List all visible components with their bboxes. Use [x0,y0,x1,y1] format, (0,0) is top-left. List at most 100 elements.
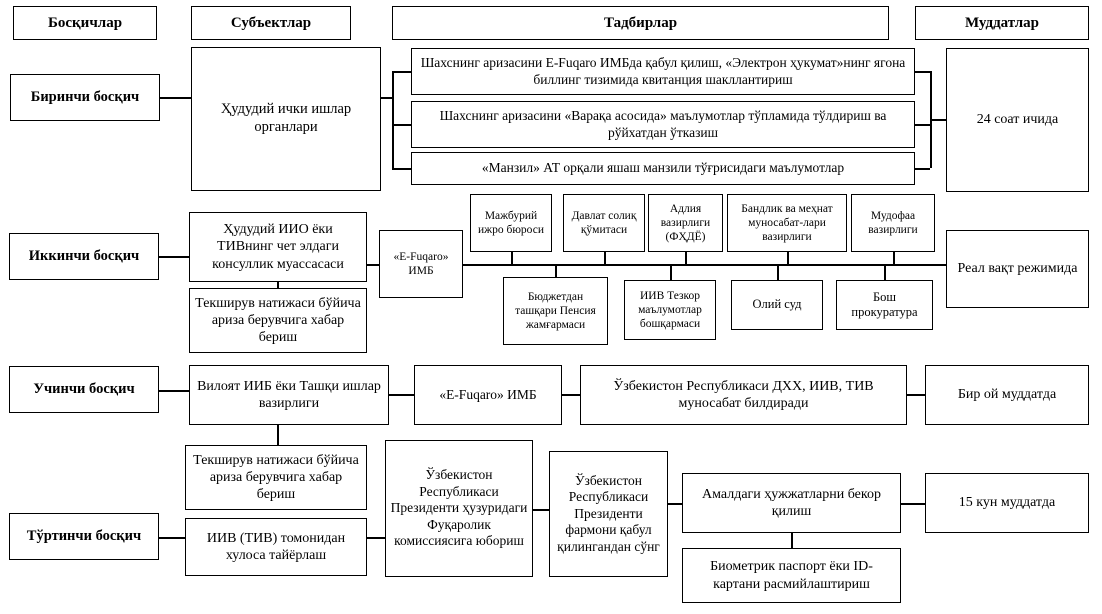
term-24-hours: 24 соат ичида [946,48,1089,192]
subject-notify-applicant-stage2: Текширув натижаси бўйича ариза берувчига… [189,288,367,353]
connector-stage2-to-subject [159,256,189,258]
term-15-days-label: 15 кун муддатда [958,495,1056,511]
column-header-subjects-label: Субъектлар [230,14,312,31]
term-one-month-label: Бир ой муддатда [957,387,1057,403]
agency-iiv-operational-data-label: ИИВ Тезкор маълумотлар бошқармаси [638,289,702,330]
connector-hub3-to-response [562,394,580,396]
term-real-time-label: Реал вақт режимида [957,261,1078,277]
connector-bus-to-pension [555,264,557,277]
connector-bus-to-compulsory [511,252,513,264]
connector-measure1-to-spine-right [915,71,930,73]
subject-notify-applicant-stage4: Текширув натижаси бўйича ариза берувчига… [185,445,367,510]
connector-subject-to-spine-1 [381,97,392,99]
connector-subject3-to-hub3 [389,394,414,396]
agency-compulsory-execution-bureau-label: Мажбурий ижро бюроси [478,209,544,236]
measure-dxx-iiv-tiv-response: Ўзбекистон Республикаси ДХХ, ИИВ, ТИВ му… [580,365,907,425]
measure-issue-biometric-passport-label: Биометрик паспорт ёки ID-картани расмийл… [710,559,873,592]
subject-iiv-tiv-conclusion-label: ИИВ (ТИВ) томонидан хулоса тайёрлаш [206,530,346,563]
subject-notify-applicant-stage2-label: Текширув натижаси бўйича ариза берувчига… [195,295,361,346]
connector-commission-to-decree [533,509,549,511]
agency-prosecutor-general-label: Бош прокуратура [851,289,918,319]
subject-regional-internal-affairs-label: Ҳудудий ички ишлар органлари [220,101,352,135]
stage-label-first-text: Биринчи босқич [30,88,140,105]
agency-employment-labour-ministry-label: Бандлик ва меҳнат муносабат-лари вазирли… [741,202,833,243]
measure-cancel-documents: Амалдаги ҳужжатларни бекор қилиш [682,473,901,533]
stage-label-third-text: Учинчи босқич [33,380,135,397]
agency-prosecutor-general: Бош прокуратура [836,280,933,330]
subject-regional-iio-consulate-label: Ҳудудий ИИО ёки ТИВнинг чет элдаги консу… [212,222,344,272]
stage-label-second: Иккинчи босқич [9,233,159,280]
connector-measure3-to-spine-right [915,168,930,170]
column-header-stages-label: Босқичлар [47,14,123,31]
column-header-subjects: Субъектлар [191,6,351,40]
column-header-measures-label: Тадбирлар [603,14,678,31]
connector-subject2-to-hub [367,264,379,266]
measure-citizenship-commission: Ўзбекистон Республикаси Президенти ҳузур… [385,440,533,577]
hub-efuqaro-stage2: «E-Fuqaro» ИМБ [379,230,463,298]
agency-compulsory-execution-bureau: Мажбурий ижро бюроси [470,194,552,252]
stage-label-fourth-text: Тўртинчи босқич [26,527,142,544]
agency-pension-fund-label: Бюджетдан ташқари Пенсия жамғармаси [515,290,596,331]
agency-state-tax-committee: Давлат солиқ қўмитаси [563,194,645,252]
subject-province-iib-mfa-label: Вилоят ИИБ ёки Ташқи ишлар вазирлиги [197,378,381,411]
connector-bus-to-prosecutor [884,264,886,280]
connector-response-to-term3 [907,394,925,396]
connector-bus-to-supreme-court [777,264,779,280]
subject-iiv-tiv-conclusion: ИИВ (ТИВ) томонидан хулоса тайёрлаш [185,518,367,576]
connector-bus-to-justice [685,252,687,264]
connector-stage3-to-subject [159,390,189,392]
connector-measure2-to-spine-right [915,124,930,126]
agency-ministry-of-defence: Мудофаа вазирлиги [851,194,935,252]
measure-efuqaro-application: Шахснинг аризасини E-Fuqaro ИМБда қабул … [411,48,915,95]
connector-stage4-to-subject [159,537,185,539]
term-24-hours-label: 24 соат ичида [976,112,1059,128]
subject-notify-applicant-stage4-label: Текширув натижаси бўйича ариза берувчига… [193,452,359,503]
stage-label-fourth: Тўртинчи босқич [9,513,159,560]
hub-efuqaro-stage3: «E-Fuqaro» ИМБ [414,365,562,425]
agency-iiv-operational-data: ИИВ Тезкор маълумотлар бошқармаси [624,280,716,340]
connector-bus-to-term2 [935,264,946,266]
connector-bus-to-defence [893,252,895,264]
agency-ministry-of-defence-label: Мудофаа вазирлиги [868,209,918,236]
agency-employment-labour-ministry: Бандлик ва меҳнат муносабат-лари вазирли… [727,194,847,252]
measure-efuqaro-application-label: Шахснинг аризасини E-Fuqaro ИМБда қабул … [420,55,906,87]
column-header-terms: Муддатлар [915,6,1089,40]
measure-presidential-decree-label: Ўзбекистон Республикаси Президенти фармо… [557,472,660,554]
connector-spine-measures-1 [392,71,394,168]
measure-dxx-iiv-tiv-response-label: Ўзбекистон Республикаси ДХХ, ИИВ, ТИВ му… [613,378,874,411]
measure-manzil-residence-data-label: «Манзил» АТ орқали яшаш манзили тўғрисид… [481,160,845,176]
column-header-measures: Тадбирлар [392,6,889,40]
measure-issue-biometric-passport: Биометрик паспорт ёки ID-картани расмийл… [682,548,901,603]
measure-paper-form-registration: Шахснинг аризасини «Варақа асосида» маъл… [411,101,915,148]
subject-regional-internal-affairs: Ҳудудий ички ишлар органлари [191,47,381,191]
hub-efuqaro-stage2-label: «E-Fuqaro» ИМБ [393,250,449,277]
term-15-days: 15 кун муддатда [925,473,1089,533]
connector-decree-to-cancel [668,503,682,505]
term-real-time: Реал вақт режимида [946,230,1089,308]
connector-spine-to-measure-1 [392,71,411,73]
subject-province-iib-mfa: Вилоят ИИБ ёки Ташқи ишлар вазирлиги [189,365,389,425]
stage-label-first: Биринчи босқич [10,74,160,121]
column-header-terms-label: Муддатлар [964,14,1040,31]
term-one-month: Бир ой муддатда [925,365,1089,425]
agency-pension-fund: Бюджетдан ташқари Пенсия жамғармаси [503,277,608,345]
connector-spine-to-measure-3 [392,168,411,170]
stage-label-third: Учинчи босқич [9,366,159,413]
measure-citizenship-commission-label: Ўзбекистон Республикаси Президенти ҳузур… [390,467,528,549]
column-header-stages: Босқичлар [13,6,157,40]
measure-presidential-decree: Ўзбекистон Республикаси Президенти фармо… [549,451,668,577]
connector-spine-to-measure-2 [392,124,411,126]
connector-cancel-to-issue [791,533,793,548]
agency-ministry-of-justice-label: Адлия вазирлиги (ФҲДЁ) [660,202,711,243]
agency-ministry-of-justice: Адлия вазирлиги (ФҲДЁ) [648,194,723,252]
connector-bus-to-employment [787,252,789,264]
measure-cancel-documents-label: Амалдаги ҳужжатларни бекор қилиш [702,486,881,519]
connector-subject4-to-commission [367,537,385,539]
connector-stage1-to-subject [160,97,191,99]
connector-cancel-to-term4 [901,503,925,505]
connector-spine-right-to-term1 [930,119,946,121]
subject-regional-iio-consulate: Ҳудудий ИИО ёки ТИВнинг чет элдаги консу… [189,212,367,282]
connector-bus-to-tax [604,252,606,264]
measure-manzil-residence-data: «Манзил» АТ орқали яшаш манзили тўғрисид… [411,152,915,185]
connector-stage3-down-to-notify4 [277,425,279,445]
